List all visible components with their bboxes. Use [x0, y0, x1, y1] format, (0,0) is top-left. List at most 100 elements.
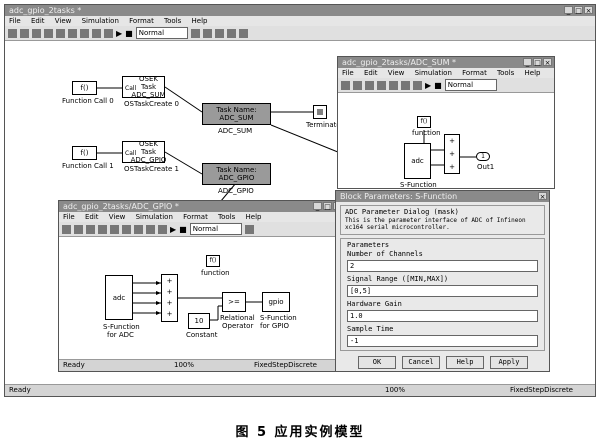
sum-function-block[interactable]: f() [417, 116, 431, 128]
gpio-open-icon[interactable] [74, 224, 83, 234]
adc-gpio-subsystem-block[interactable]: Task Name: ADC_GPIO [202, 163, 271, 185]
sum-menu-format[interactable]: Format [462, 69, 487, 77]
gpio-stop-icon[interactable]: ■ [179, 224, 187, 234]
main-title-bar[interactable]: adc_gpio_2tasks * _ □ × [5, 5, 595, 16]
save-icon[interactable] [32, 28, 41, 38]
explorer-icon[interactable] [226, 28, 236, 38]
function-call-0-block[interactable]: f() [72, 81, 97, 95]
menu-help[interactable]: Help [191, 17, 208, 25]
gpio-play-icon[interactable]: ▶ [170, 224, 177, 234]
new-icon[interactable] [8, 28, 17, 38]
gpio-menu-format[interactable]: Format [183, 213, 208, 221]
dialog-close-button[interactable]: × [538, 192, 547, 201]
sum-sim-mode-select[interactable]: Normal [444, 79, 497, 91]
dialog-title-bar[interactable]: Block Parameters: S-Function × [336, 191, 549, 202]
gpio-menu-tools[interactable]: Tools [218, 213, 236, 221]
sum-menu-edit[interactable]: Edit [363, 69, 378, 77]
dialog-section-title: ADC Parameter Dialog (mask) [345, 208, 459, 216]
menu-edit[interactable]: Edit [30, 17, 45, 25]
sum-title-bar[interactable]: adc_gpio_2tasks/ADC_SUM * _ □ × [338, 57, 554, 68]
sum-menu-help[interactable]: Help [524, 69, 541, 77]
maximize-button[interactable]: □ [574, 6, 583, 15]
gpio-minimize-button[interactable]: _ [313, 202, 322, 211]
gpio-print-icon[interactable] [98, 224, 107, 234]
menu-view[interactable]: View [54, 17, 72, 25]
num-channels-input[interactable]: 2 [347, 260, 538, 272]
play-icon[interactable]: ▶ [116, 28, 123, 38]
osek0-line1: OSEK Task [139, 75, 158, 91]
out1-port-block[interactable]: 1 [476, 152, 490, 161]
gpio-sim-mode-select[interactable]: Normal [189, 223, 242, 235]
sum-new-icon[interactable] [341, 80, 350, 90]
relational-operator-block[interactable]: >= [222, 292, 246, 312]
print-icon[interactable] [44, 28, 53, 38]
sum-adc-sfunction-block[interactable]: adc [404, 143, 431, 179]
close-button[interactable]: × [584, 6, 593, 15]
sum-close-button[interactable]: × [543, 58, 552, 67]
sum-play-icon[interactable]: ▶ [425, 80, 432, 90]
paste-icon[interactable] [80, 28, 89, 38]
sum-print-icon[interactable] [377, 80, 386, 90]
build-icon[interactable] [190, 28, 200, 38]
gpio-paste-icon[interactable] [134, 224, 143, 234]
ok-button[interactable]: OK [358, 356, 396, 369]
sum-stop-icon[interactable]: ■ [434, 80, 442, 90]
menu-tools[interactable]: Tools [164, 17, 182, 25]
stop-icon[interactable]: ■ [125, 28, 133, 38]
gpio-redo-icon[interactable] [158, 224, 167, 234]
help-button[interactable]: Help [446, 356, 484, 369]
function-call-1-block[interactable]: f() [72, 146, 97, 160]
gpio-sfunction-block[interactable]: gpio [262, 292, 290, 312]
redo-icon[interactable] [104, 28, 113, 38]
debug-icon[interactable] [238, 28, 248, 38]
sum-maximize-button[interactable]: □ [533, 58, 542, 67]
gpio-function-block[interactable]: f() [206, 255, 220, 267]
sum-menu-file[interactable]: File [342, 69, 354, 77]
sum-copy-icon[interactable] [401, 80, 410, 90]
signal-range-input[interactable]: [0,5] [347, 285, 538, 297]
hardware-gain-input[interactable]: 1.0 [347, 310, 538, 322]
sum-minimize-button[interactable]: _ [523, 58, 532, 67]
gpio-maximize-button[interactable]: □ [323, 202, 332, 211]
menu-simulation[interactable]: Simulation [81, 17, 119, 25]
gpio-menu-simulation[interactable]: Simulation [135, 213, 173, 221]
sum-menu-view[interactable]: View [387, 69, 405, 77]
sum-menu-tools[interactable]: Tools [497, 69, 515, 77]
gpio-menu-help[interactable]: Help [245, 213, 262, 221]
minimize-button[interactable]: _ [564, 6, 573, 15]
undo-icon[interactable] [92, 28, 101, 38]
sample-time-input[interactable]: -1 [347, 335, 538, 347]
gpio-menu-file[interactable]: File [63, 213, 75, 221]
sum-save-icon[interactable] [365, 80, 374, 90]
open-icon[interactable] [20, 28, 29, 38]
constant-block[interactable]: 10 [188, 313, 210, 329]
adc-sum-subsystem-block[interactable]: Task Name: ADC_SUM [202, 103, 271, 125]
gpio-build-icon[interactable] [244, 224, 254, 234]
refresh-icon[interactable] [202, 28, 212, 38]
sum-open-icon[interactable] [353, 80, 362, 90]
gpio-cut-icon[interactable] [110, 224, 119, 234]
cut-icon[interactable] [56, 28, 65, 38]
sum-menu-simulation[interactable]: Simulation [414, 69, 452, 77]
cancel-button[interactable]: Cancel [402, 356, 440, 369]
sum-cut-icon[interactable] [389, 80, 398, 90]
library-icon[interactable] [214, 28, 224, 38]
adc-sfunction-block[interactable]: adc [105, 275, 133, 320]
terminator-block[interactable] [313, 105, 327, 119]
gpio-undo-icon[interactable] [146, 224, 155, 234]
sum-adder-block[interactable]: +++ [444, 134, 460, 174]
sim-mode-select[interactable]: Normal [135, 27, 188, 39]
gpio-save-icon[interactable] [86, 224, 95, 234]
menu-format[interactable]: Format [129, 17, 154, 25]
sum-undo-icon[interactable] [413, 80, 422, 90]
gpio-menu-view[interactable]: View [108, 213, 126, 221]
copy-icon[interactable] [68, 28, 77, 38]
gpio-adder-block[interactable]: ++++ [161, 274, 178, 322]
gpio-copy-icon[interactable] [122, 224, 131, 234]
gpio-new-icon[interactable] [62, 224, 71, 234]
menu-file[interactable]: File [9, 17, 21, 25]
gpio-menu-edit[interactable]: Edit [84, 213, 99, 221]
apply-button[interactable]: Apply [490, 356, 528, 369]
